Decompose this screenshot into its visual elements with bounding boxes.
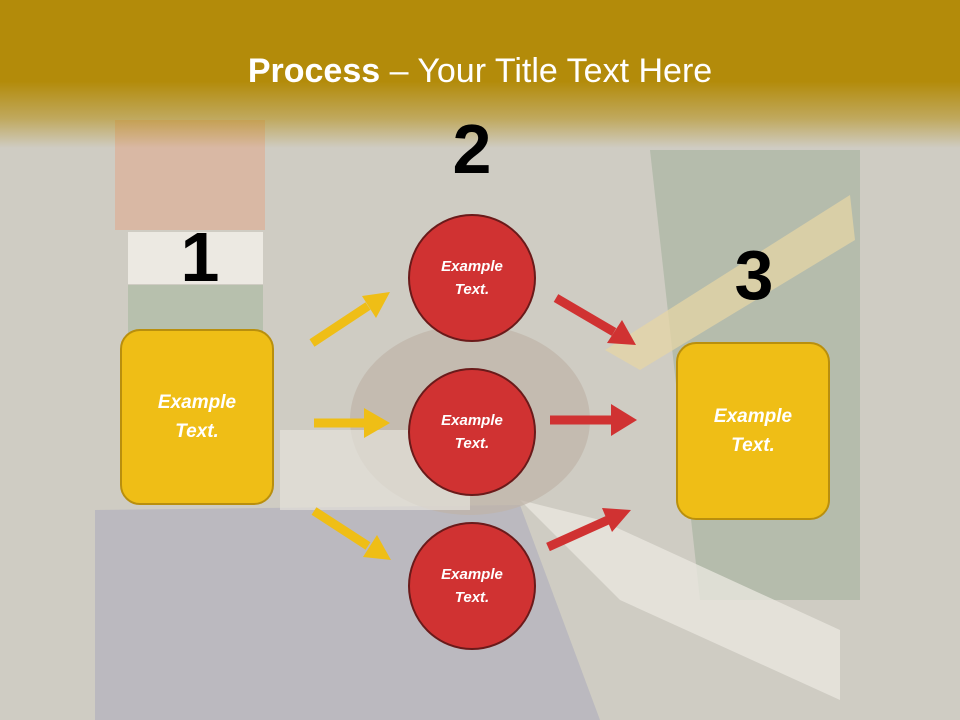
circle-bottom-text: Example Text. [441,566,503,606]
red-arrow-right-icon [550,404,637,436]
yellow-arrow-right-icon [314,408,390,438]
title-bold: Process [247,52,381,90]
circle-top-text: Example Text. [441,258,503,298]
right-process-box: Example Text. [676,342,830,520]
process-circle-top: Example Text. [408,214,536,342]
yellow-arrow-down-icon [311,507,391,560]
left-box-text: Example Text. [157,392,237,442]
circle-middle-text: Example Text. [441,412,503,452]
yellow-arrow-up-icon [309,292,390,347]
red-arrow-down-icon [553,294,636,345]
title-band [0,0,960,148]
slide-title: Process – Your Title Text Here [0,52,960,91]
right-box-text: Example Text. [713,406,793,456]
step-number-2: 2 [452,110,492,188]
process-circle-bottom: Example Text. [408,522,536,650]
process-circle-middle: Example Text. [408,368,536,496]
red-arrow-up-icon [546,508,631,552]
step-number-1: 1 [180,218,220,296]
title-rest: – Your Title Text Here [380,52,713,90]
step-number-3: 3 [734,236,774,314]
left-process-box: Example Text. [120,329,274,505]
